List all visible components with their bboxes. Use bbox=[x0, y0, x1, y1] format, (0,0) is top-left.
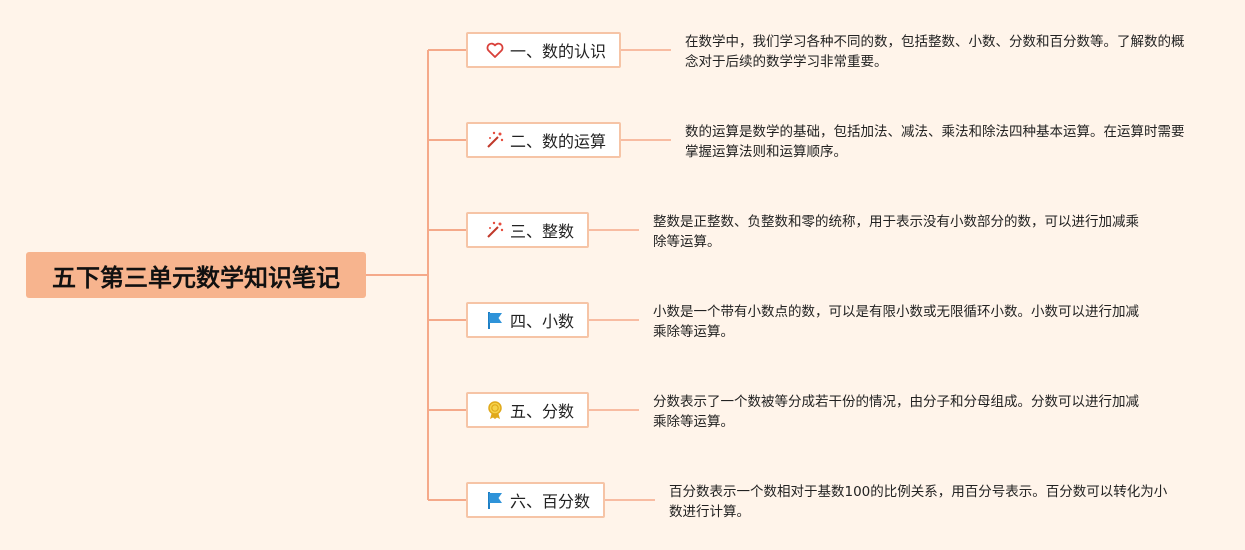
topic-label: 五、分数 bbox=[510, 402, 575, 421]
topic-description-2: 数的运算是数学的基础，包括加法、减法、乘法和除法四种基本运算。在运算时需要掌握运… bbox=[685, 124, 1185, 160]
topic-node-3[interactable]: 三、整数 bbox=[466, 212, 589, 248]
topic-label: 三、整数 bbox=[510, 222, 575, 241]
topic-description-5: 分数表示了一个数被等分成若干份的情况，由分子和分母组成。分数可以进行加减乘除等运… bbox=[653, 394, 1139, 430]
topic-label: 二、数的运算 bbox=[510, 132, 607, 151]
root-title: 五下第三单元数学知识笔记 bbox=[52, 263, 340, 292]
topic-node-1[interactable]: 一、数的认识 bbox=[466, 32, 621, 68]
topic-description-3: 整数是正整数、负整数和零的统称，用于表示没有小数部分的数，可以进行加减乘除等运算… bbox=[653, 214, 1139, 250]
topic-node-2[interactable]: 二、数的运算 bbox=[466, 122, 621, 158]
heart-icon bbox=[484, 39, 506, 61]
flag-icon bbox=[484, 309, 506, 331]
topic-label: 四、小数 bbox=[510, 312, 575, 331]
topic-node-6[interactable]: 六、百分数 bbox=[466, 482, 605, 518]
sparkle-icon bbox=[484, 219, 506, 241]
sparkle-icon bbox=[484, 129, 506, 151]
topic-node-5[interactable]: 五、分数 bbox=[466, 392, 589, 428]
topic-description-4: 小数是一个带有小数点的数，可以是有限小数或无限循环小数。小数可以进行加减乘除等运… bbox=[653, 304, 1139, 340]
medal-icon bbox=[484, 399, 506, 421]
flag-icon bbox=[484, 489, 506, 511]
topic-description-6: 百分数表示一个数相对于基数100的比例关系，用百分号表示。百分数可以转化为小数进… bbox=[669, 484, 1168, 520]
topic-label: 六、百分数 bbox=[510, 492, 591, 511]
topic-label: 一、数的认识 bbox=[510, 42, 607, 61]
topic-description-1: 在数学中，我们学习各种不同的数，包括整数、小数、分数和百分数等。了解数的概念对于… bbox=[685, 34, 1185, 70]
root-node[interactable]: 五下第三单元数学知识笔记 bbox=[26, 252, 366, 298]
topic-node-4[interactable]: 四、小数 bbox=[466, 302, 589, 338]
